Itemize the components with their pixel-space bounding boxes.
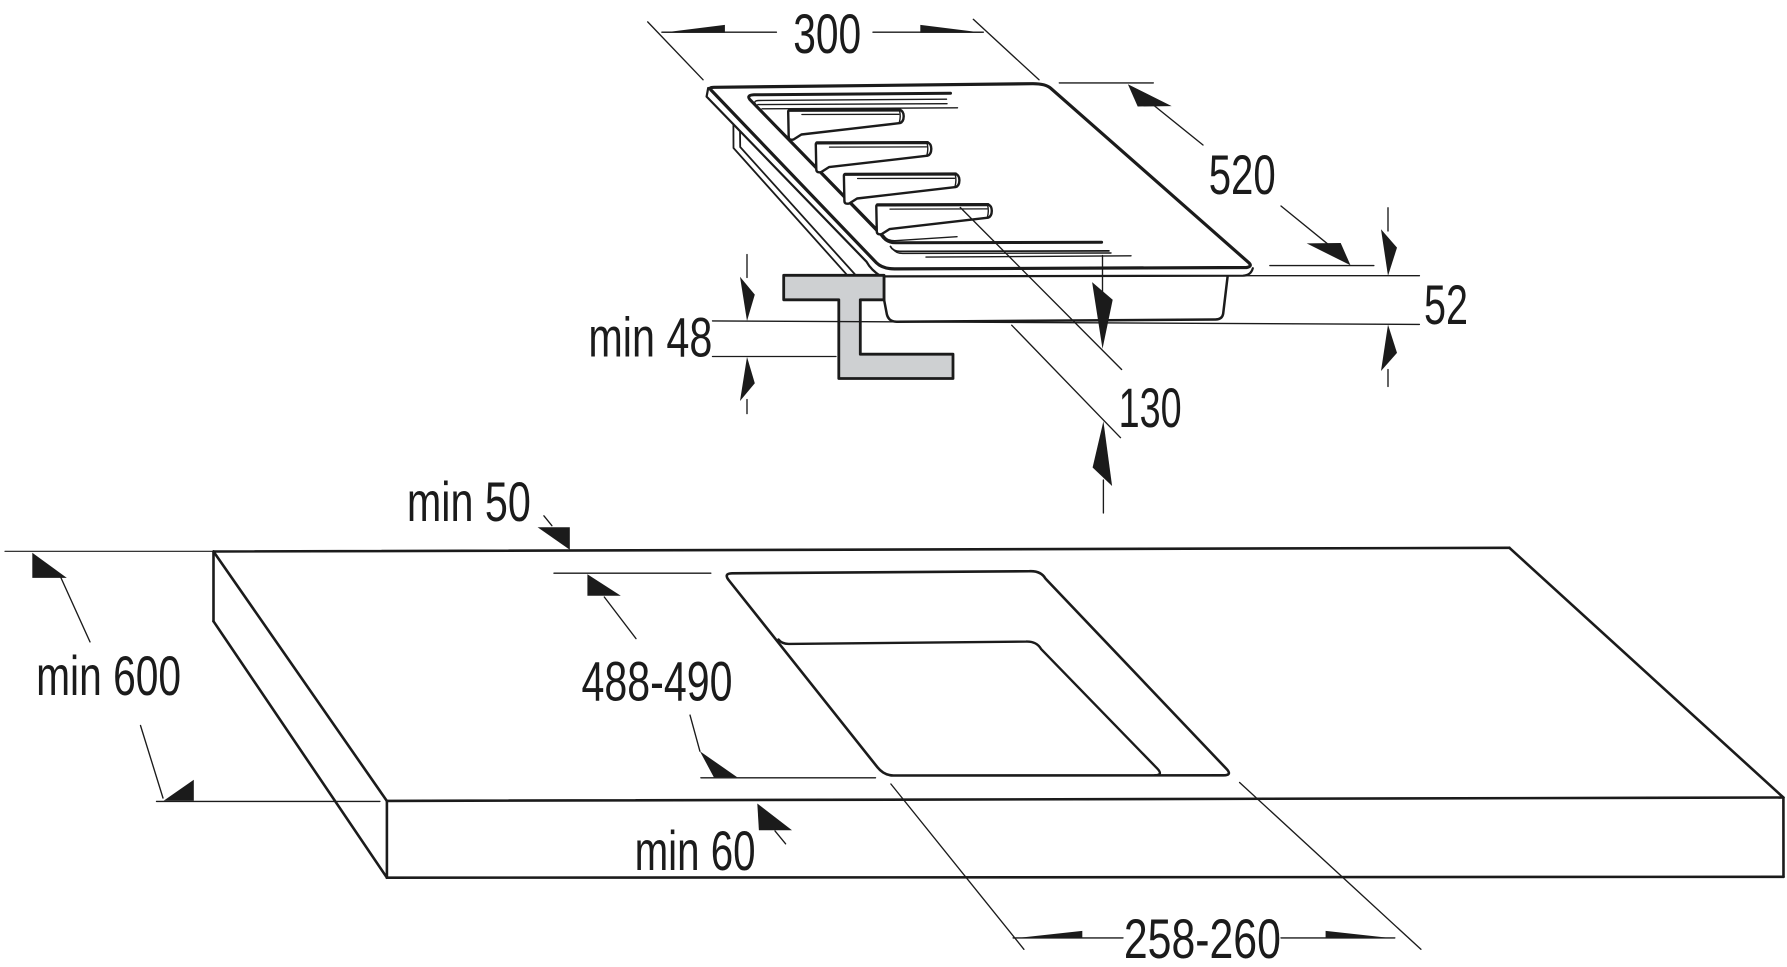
- svg-text:300: 300: [793, 2, 861, 65]
- svg-text:min 48: min 48: [588, 306, 712, 369]
- svg-text:258-260: 258-260: [1124, 907, 1281, 967]
- svg-text:130: 130: [1119, 376, 1182, 439]
- svg-text:52: 52: [1424, 273, 1468, 336]
- svg-text:520: 520: [1209, 143, 1276, 206]
- svg-text:min 50: min 50: [407, 470, 531, 533]
- svg-text:min 60: min 60: [635, 819, 756, 882]
- svg-text:min 600: min 600: [36, 644, 181, 707]
- svg-text:488-490: 488-490: [582, 650, 733, 713]
